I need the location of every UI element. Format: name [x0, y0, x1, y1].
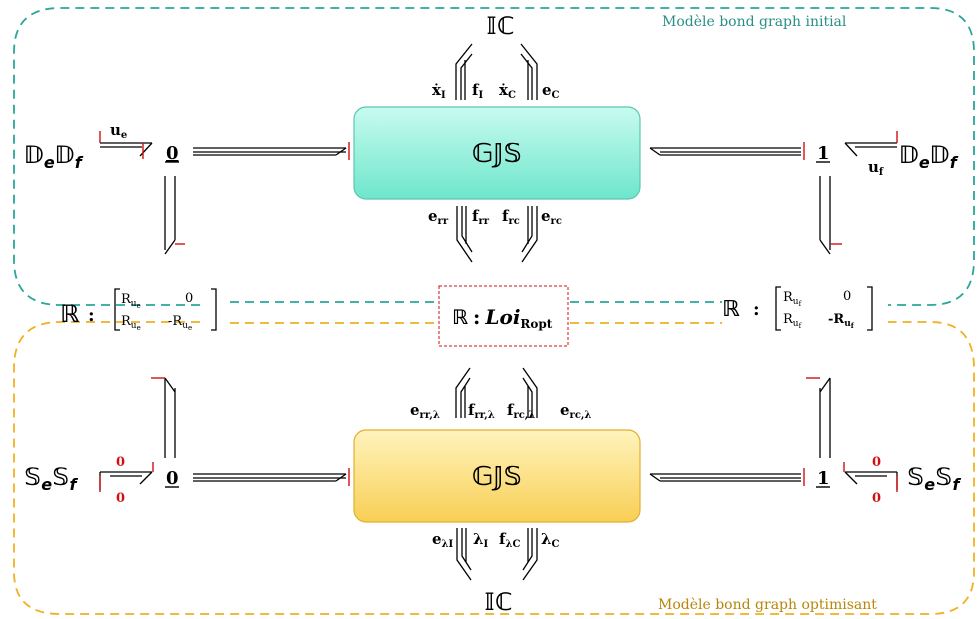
- svg-text:frr: frr: [472, 207, 490, 227]
- source-de-df-left-top: 𝔻e𝔻f: [24, 141, 84, 172]
- svg-text:ℝ: ℝ: [60, 300, 80, 328]
- optimal-law-box: [438, 285, 569, 347]
- gjs-label-top: 𝔾𝕁𝕊: [472, 139, 522, 169]
- bond-junction1-down-top: [819, 176, 831, 255]
- port-labels-down-top: err frr frc erc: [428, 207, 562, 227]
- svg-text::: :: [753, 299, 760, 320]
- bond-right-source-to-junction-bottom: [844, 471, 898, 490]
- svg-text:erc,λ: erc,λ: [560, 401, 591, 421]
- svg-text:ẋC: ẋC: [499, 81, 516, 101]
- svg-text:fλC: fλC: [499, 530, 520, 550]
- ic-storage-top: 𝕀ℂ: [486, 12, 515, 40]
- bond-right-source-to-junction-top: [844, 142, 897, 157]
- port-labels-down-bottom: eλI λI fλC λC: [432, 530, 560, 550]
- bond-arrows-down-top: [456, 206, 538, 263]
- svg-text:fI: fI: [472, 81, 483, 101]
- svg-text:Rue: Rue: [121, 314, 141, 332]
- ic-storage-bottom: 𝕀ℂ: [484, 588, 513, 616]
- svg-text:-Ruf: -Ruf: [828, 312, 855, 330]
- svg-text:Rue: Rue: [121, 292, 141, 310]
- optimising-model-boundary: [13, 321, 975, 615]
- source-se-sf-left-bottom: 𝕊e𝕊f: [24, 463, 78, 494]
- gjs-block-bottom: [353, 429, 641, 523]
- svg-text:λC: λC: [541, 530, 560, 550]
- resistive-law-right: ℝ : Ruf 0 Ruf -Ruf: [722, 286, 873, 331]
- svg-text:0: 0: [843, 289, 851, 304]
- resistive-law-left: ℝ : Rue 0 Rue -Rue: [60, 288, 217, 332]
- bond-junction0-down-top: [164, 176, 176, 255]
- input-label-uf: uf: [868, 158, 884, 178]
- svg-text:frc: frc: [502, 207, 520, 227]
- svg-text:err,λ: err,λ: [410, 401, 440, 421]
- bond-junction0-to-gjs-top: [193, 147, 347, 156]
- zero-input-label: 0: [872, 455, 881, 470]
- svg-text:ℝ: ℝ: [722, 297, 740, 322]
- bond-arrows-up-top: [455, 43, 538, 100]
- bond-gjs-to-junction1-top: [649, 147, 801, 156]
- svg-text:ẋI: ẋI: [432, 81, 446, 101]
- optimising-model-title: Modèle bond graph optimisant: [658, 597, 877, 613]
- svg-text:frr,λ: frr,λ: [468, 401, 495, 421]
- input-label-ue: ue: [110, 121, 127, 141]
- source-de-df-right-top: 𝔻e𝔻f: [899, 141, 959, 172]
- svg-text:frc,λ: frc,λ: [507, 401, 535, 421]
- svg-text:Ruf: Ruf: [783, 290, 803, 308]
- junction-0-top: 0: [166, 143, 179, 164]
- bond-arrows-down-bottom: [456, 528, 538, 581]
- junction-1-top: 1: [817, 143, 830, 164]
- svg-text:err: err: [428, 207, 449, 227]
- svg-text:erc: erc: [541, 207, 562, 227]
- svg-text:eλI: eλI: [432, 530, 454, 550]
- bond-arrows-up-bottom: [455, 367, 538, 418]
- junction-0-bottom: 0: [166, 468, 179, 489]
- bond-junction0-to-gjs-bottom: [193, 473, 347, 482]
- initial-model-title: Modèle bond graph initial: [662, 14, 847, 30]
- svg-text:-Rue: -Rue: [168, 314, 192, 332]
- bond-gjs-to-junction1-bottom: [649, 473, 801, 482]
- port-labels-up-bottom: err,λ frr,λ frc,λ erc,λ: [410, 401, 591, 421]
- gjs-block-top: [353, 106, 641, 200]
- bond-left-source-to-junction-top: [100, 142, 153, 157]
- zero-input-label: 0: [872, 491, 881, 506]
- source-se-sf-right-bottom: 𝕊e𝕊f: [907, 463, 961, 494]
- svg-text:eC: eC: [542, 81, 560, 101]
- svg-text:Ruf: Ruf: [783, 312, 803, 330]
- port-labels-up-top: ẋI fI ẋC eC: [432, 81, 560, 101]
- optimal-law-label: ℝ : LoiRopt: [452, 305, 553, 331]
- bond-left-source-to-junction-bottom: [99, 471, 153, 490]
- svg-text:0: 0: [185, 291, 193, 306]
- svg-text::: :: [88, 305, 95, 326]
- zero-input-label: 0: [116, 491, 125, 506]
- svg-text:λI: λI: [473, 530, 489, 550]
- bond-junction1-up-bottom: [819, 377, 831, 458]
- gjs-label-bottom: 𝔾𝕁𝕊: [472, 462, 522, 492]
- junction-1-bottom: 1: [817, 468, 830, 489]
- bond-junction0-up-bottom: [164, 377, 176, 458]
- zero-input-label: 0: [116, 455, 125, 470]
- initial-model-boundary: [13, 7, 975, 306]
